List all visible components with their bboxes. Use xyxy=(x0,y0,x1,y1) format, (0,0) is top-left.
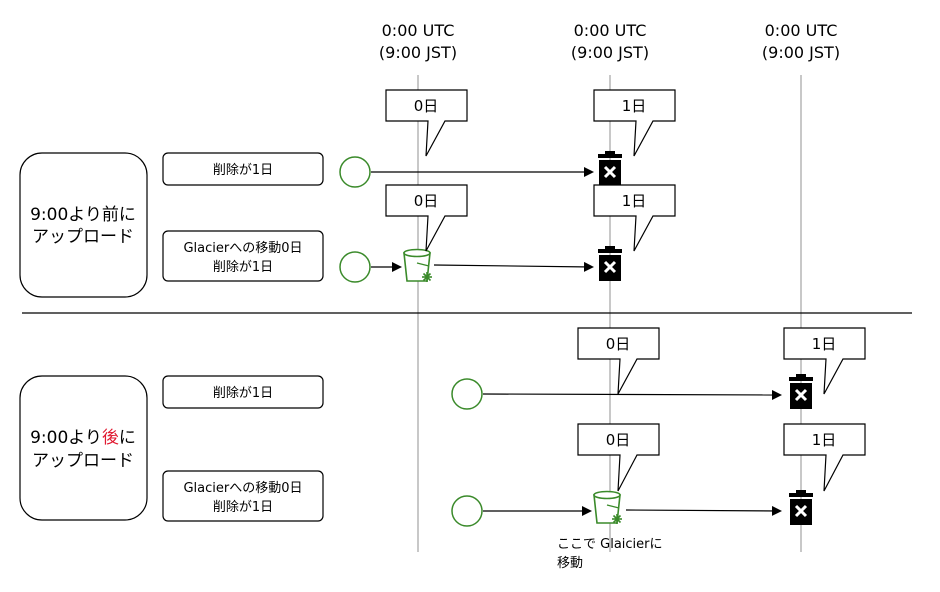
arrow-after-delete xyxy=(482,389,782,400)
trash-delete-icon xyxy=(789,374,813,409)
rule-box-glacier-after: Glacierへの移動0日 削除が1日 xyxy=(162,470,324,522)
callout-day0-bottom-second: 0日 xyxy=(577,423,660,492)
callout-day1-top-second: 1日 xyxy=(593,184,676,252)
time-label-1-line1: 0:00 UTC xyxy=(382,21,455,40)
svg-text:削除が1日: 削除が1日 xyxy=(213,260,273,275)
rule-box-delete-before: 削除が1日 xyxy=(162,152,324,186)
svg-text:削除が1日: 削除が1日 xyxy=(213,386,273,401)
section-after-line2: アップロード xyxy=(32,451,134,471)
start-circle-before-glacier xyxy=(339,251,371,283)
glacier-bucket-icon xyxy=(403,248,432,282)
arrow-before-glacier-b xyxy=(433,261,594,272)
arrow-after-glacier-b xyxy=(625,505,782,516)
section-after-box: 9:00より後に アップロード xyxy=(19,375,148,521)
svg-text:1日: 1日 xyxy=(622,192,647,210)
svg-text:削除が1日: 削除が1日 xyxy=(213,163,273,178)
trash-delete-icon xyxy=(598,151,622,186)
time-label-2-line2: (9:00 JST) xyxy=(571,43,649,62)
start-circle-before-delete xyxy=(339,156,371,188)
svg-text:Glacierへの移動0日: Glacierへの移動0日 xyxy=(183,241,302,256)
svg-text:Glacierへの移動0日: Glacierへの移動0日 xyxy=(183,481,302,496)
start-circle-after-delete xyxy=(451,378,483,410)
note-line2: 移動 xyxy=(557,556,583,571)
svg-text:0日: 0日 xyxy=(606,431,631,449)
callout-day0-top-second: 0日 xyxy=(385,184,468,252)
note-line1: ここで Glaicierに xyxy=(557,537,663,552)
rule-box-glacier-before: Glacierへの移動0日 削除が1日 xyxy=(162,230,324,282)
section-before-box: 9:00より前に アップロード xyxy=(19,152,148,298)
callout-day0-top-first: 0日 xyxy=(385,89,468,157)
callout-day1-bottom-first: 1日 xyxy=(783,327,866,395)
svg-text:削除が1日: 削除が1日 xyxy=(213,500,273,515)
time-label-3-line2: (9:00 JST) xyxy=(762,43,840,62)
callout-day1-top-first: 1日 xyxy=(593,89,676,157)
svg-text:1日: 1日 xyxy=(622,97,647,115)
trash-delete-icon xyxy=(789,490,813,525)
svg-text:1日: 1日 xyxy=(812,431,837,449)
svg-text:0日: 0日 xyxy=(414,97,439,115)
glacier-bucket-icon xyxy=(593,490,622,524)
svg-text:1日: 1日 xyxy=(812,335,837,353)
start-circle-after-glacier xyxy=(451,495,483,527)
svg-text:0日: 0日 xyxy=(414,192,439,210)
svg-text:0日: 0日 xyxy=(606,335,631,353)
rule-box-delete-after: 削除が1日 xyxy=(162,375,324,409)
callout-day1-bottom-second: 1日 xyxy=(783,423,866,492)
time-label-2-line1: 0:00 UTC xyxy=(574,21,647,40)
section-before-line1: 9:00より前に xyxy=(30,205,136,225)
section-after-line1: 9:00より後に xyxy=(30,428,136,448)
time-label-1-line2: (9:00 JST) xyxy=(379,43,457,62)
section-before-line2: アップロード xyxy=(32,227,134,247)
time-label-3-line1: 0:00 UTC xyxy=(765,21,838,40)
callout-day0-bottom-first: 0日 xyxy=(577,327,660,395)
trash-delete-icon xyxy=(598,246,622,281)
